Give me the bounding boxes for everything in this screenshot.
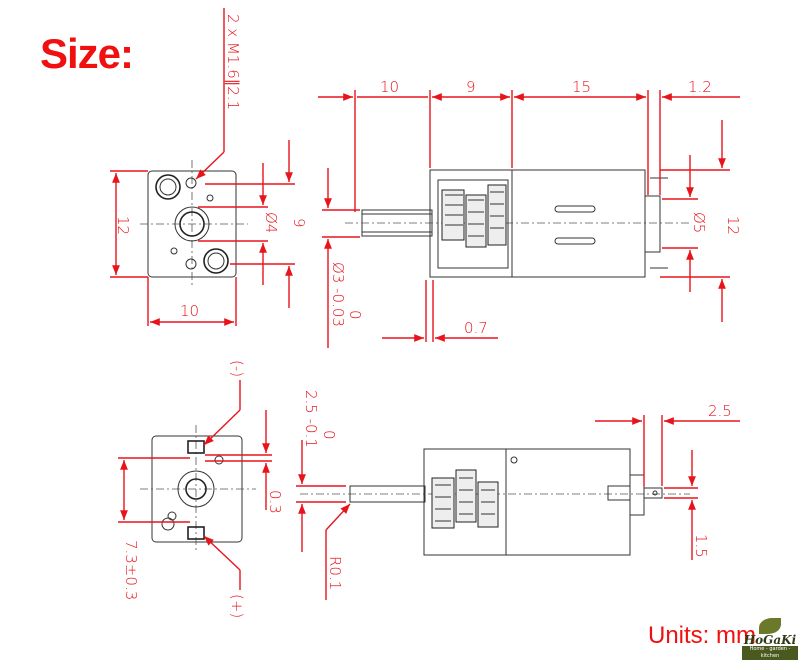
side-view-dimensions: 10 9 15 1.2 12 Ø5 Ø3 -0.03 0 0.7 [318, 78, 742, 348]
front-width-label: 10 [180, 302, 199, 320]
logo-name: HoGaKi [743, 633, 797, 647]
logo-tagline: Home - garden - kitchen [742, 646, 798, 660]
shaft-length-label: 10 [380, 78, 399, 96]
front-view [140, 160, 248, 287]
shaft-dia-label: Ø3 -0.03 [329, 262, 347, 327]
shaft-dia-tol-label: 0 [346, 310, 364, 320]
terminal-spacing-label: 7.3±0.3 [122, 540, 140, 600]
brand-logo: HoGaKi Home - garden - kitchen [742, 618, 798, 660]
rear-view-dimensions: (-) (+) 7.3±0.3 0.3 [118, 360, 284, 618]
hole-spacing-label: 9 [290, 218, 308, 228]
terminal-length-label: 2.5 [708, 402, 732, 420]
motor-height-label: 12 [724, 216, 742, 235]
rear-view [140, 425, 256, 552]
flat-depth-label: 2.5 -0.1 [302, 390, 320, 448]
terminal-gap-label: 0.3 [266, 490, 284, 514]
edge-radius-label: R0.1 [326, 556, 344, 590]
bottom-side-view [300, 448, 690, 556]
page-title: Size: [40, 30, 134, 77]
hub-dia-label: Ø4 [262, 212, 280, 233]
shaft-offset-label: 0.7 [464, 319, 488, 337]
rear-boss-dia-label: Ø5 [690, 212, 708, 233]
front-view-dimensions: 2 x M1.6∥2.1 12 10 Ø4 9 [110, 8, 308, 326]
rear-length-label: 1.2 [688, 78, 712, 96]
neg-terminal-label: (-) [228, 360, 246, 377]
terminal-width-label: 1.5 [692, 534, 710, 558]
front-height-label: 12 [114, 216, 132, 235]
bottom-side-view-dimensions: 2.5 -0.1 0 R0.1 2.5 1.5 [296, 390, 740, 600]
units-label: Units: mm [648, 622, 756, 649]
pos-terminal-label: (+) [228, 594, 246, 618]
motor-length-label: 15 [572, 78, 591, 96]
side-view [345, 169, 690, 278]
flat-depth-tol-label: 0 [320, 430, 338, 440]
mount-holes-label: 2 x M1.6∥2.1 [224, 14, 242, 110]
house-leaf-icon [759, 618, 781, 634]
gearbox-length-label: 9 [466, 78, 476, 96]
